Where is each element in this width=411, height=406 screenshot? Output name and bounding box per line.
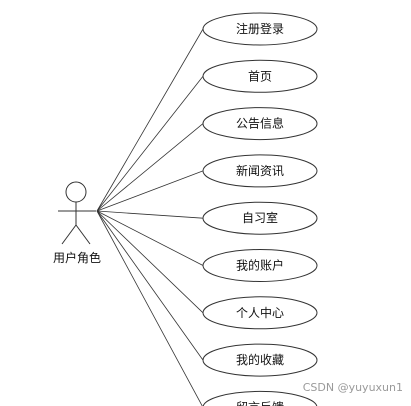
association-line-personal-center [96,210,204,314]
use-case-ellipse [202,12,318,46]
use-case-register-login: 注册登录 [202,12,318,46]
use-case-label: 我的账户 [236,258,284,273]
use-case-personal-center: 个人中心 [202,296,318,330]
use-case-ellipse [202,249,318,282]
use-case-my-account: 我的账户 [202,249,318,282]
association-line-feedback [96,210,203,406]
association-lines [96,28,204,406]
use-case-study-room: 自习室 [202,201,318,235]
actor-right-leg [75,224,91,245]
use-case-home: 首页 [202,59,318,93]
use-case-news: 新闻资讯 [202,154,318,188]
association-line-announcements [96,123,204,212]
watermark: CSDN @yuyuxun1 [302,381,403,394]
use-case-label: 首页 [248,69,272,83]
use-case-ellipse [202,201,318,235]
association-line-news [96,170,204,212]
use-case-label: 自习室 [242,210,278,225]
actor-head [65,181,87,203]
use-case-ellipse [202,296,318,330]
association-line-study-room [96,210,204,219]
actor-label: 用户角色 [53,250,101,265]
use-case-ellipse [202,343,318,377]
association-line-register-login [96,28,204,212]
use-case-ellipse [202,59,318,93]
use-case-label: 新闻资讯 [236,163,284,178]
use-case-ellipse [202,154,318,188]
use-case-ellipse [202,390,318,406]
use-cases: 注册登录首页公告信息新闻资讯自习室我的账户个人中心我的收藏留言反馈 [202,12,318,406]
use-case-label: 我的收藏 [236,352,284,367]
association-line-my-account [96,210,204,266]
association-line-home [96,76,204,212]
use-case-label: 公告信息 [236,116,284,131]
use-case-my-favorites: 我的收藏 [202,343,318,377]
use-case-label: 留言反馈 [236,400,284,406]
actor: 用户角色 [53,181,101,265]
use-case-label: 注册登录 [236,21,284,36]
use-case-announcements: 公告信息 [202,107,318,141]
use-case-label: 个人中心 [236,305,284,320]
use-case-ellipse [202,107,318,141]
use-case-feedback: 留言反馈 [202,390,318,406]
association-line-my-favorites [96,210,204,361]
actor-left-leg [61,224,77,245]
